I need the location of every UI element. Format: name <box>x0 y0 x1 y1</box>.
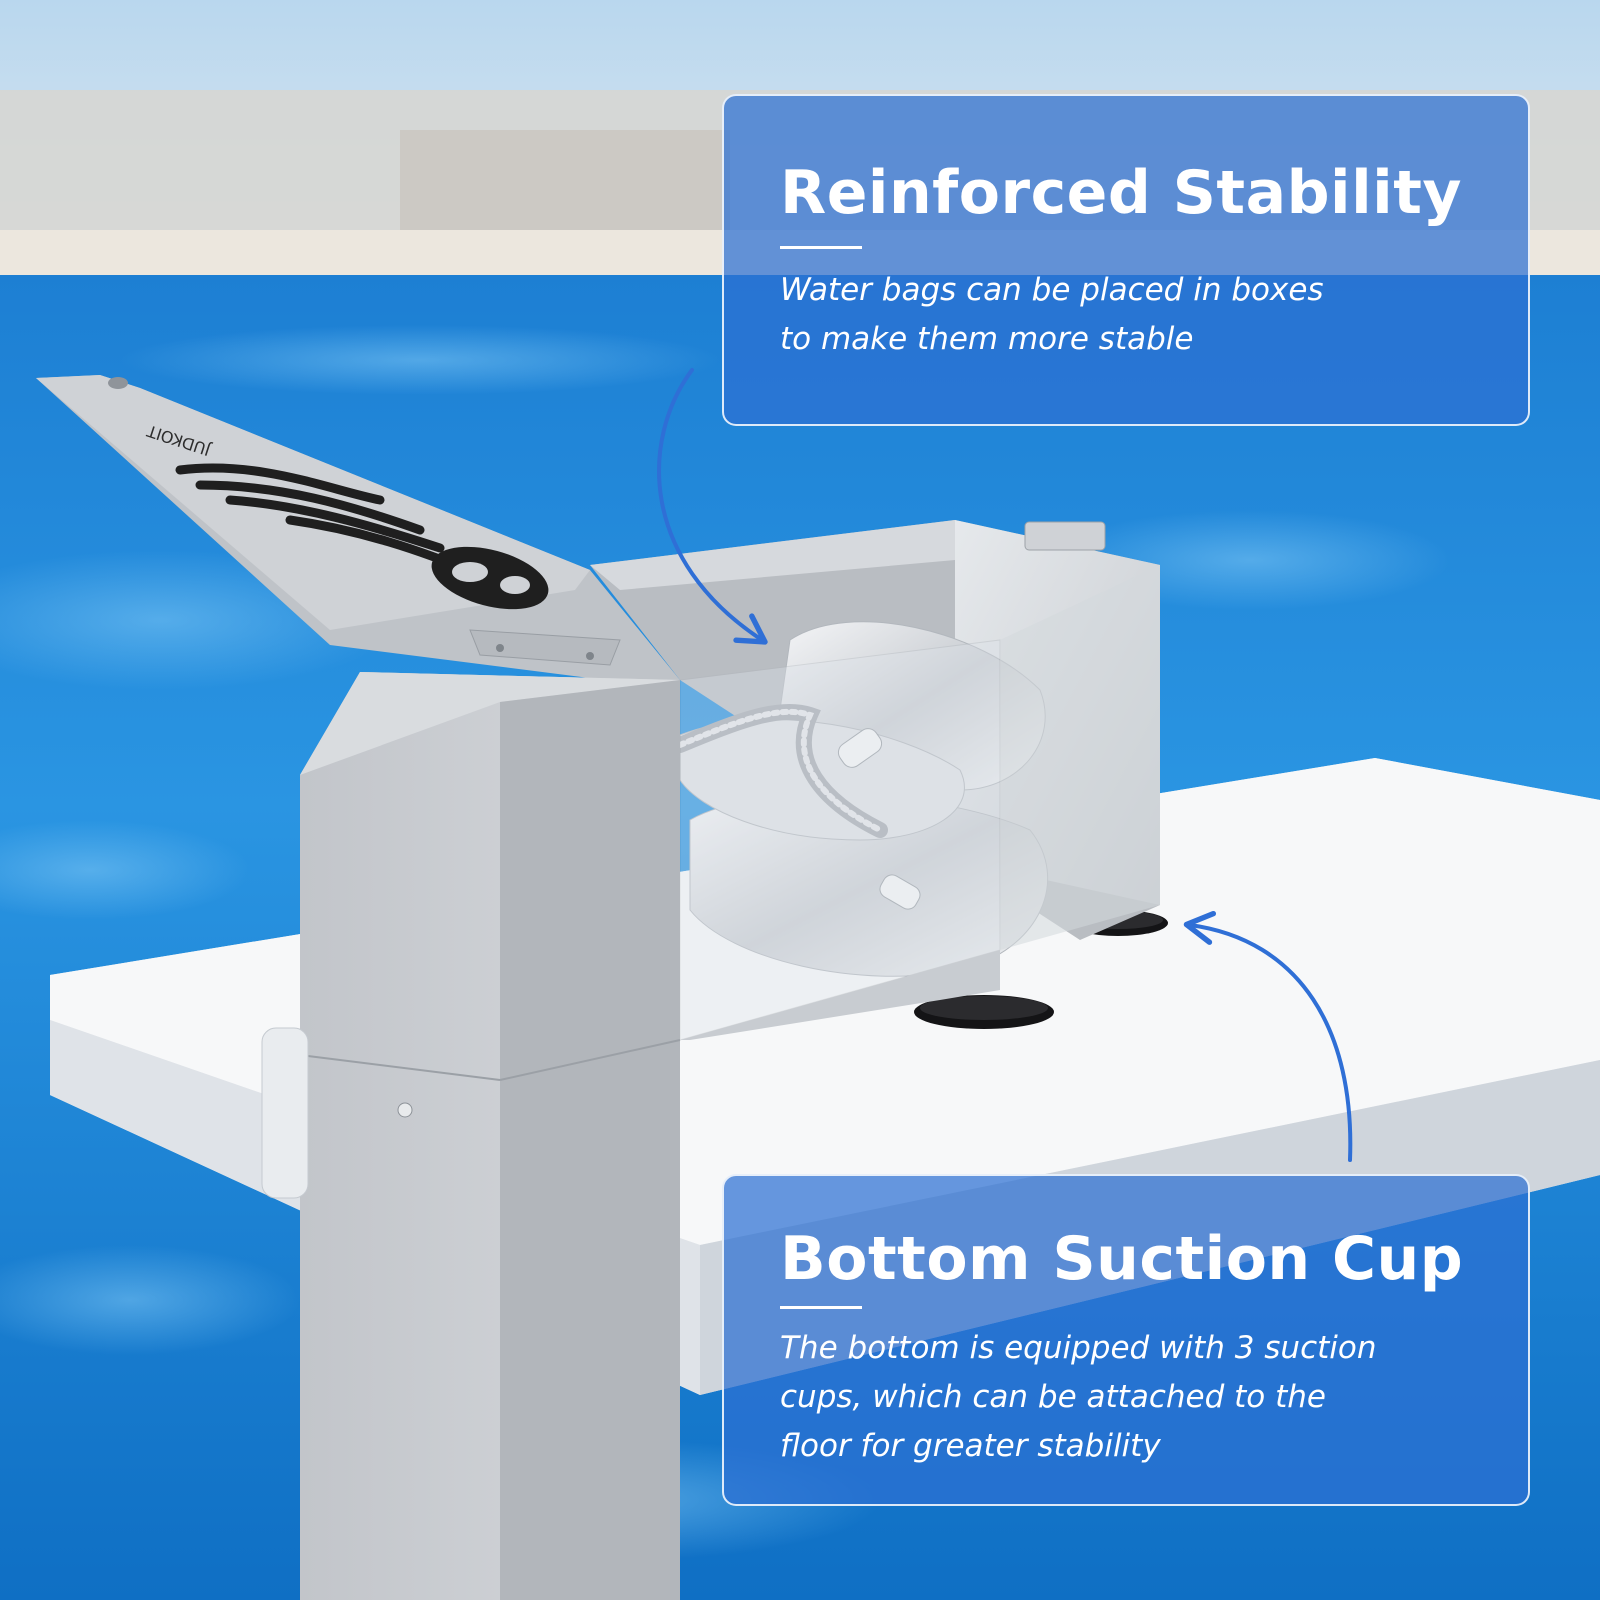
callout-body-line: to make them more stable <box>780 321 1194 357</box>
callout-body: Water bags can be placed in boxes to mak… <box>780 266 1324 364</box>
title-underline <box>780 246 862 249</box>
hinged-lid: JUDKOIT <box>36 375 680 680</box>
title-underline <box>780 1306 862 1309</box>
callout-body-line: floor for greater stability <box>780 1428 1161 1464</box>
arrow-to-water-bags <box>657 368 768 645</box>
callout-body-line: The bottom is equipped with 3 suction <box>780 1330 1377 1366</box>
reinforced-stability-callout: Reinforced Stability Water bags can be p… <box>722 94 1530 426</box>
arrow-to-suction-cup <box>1183 910 1353 1162</box>
callout-body-line: Water bags can be placed in boxes <box>780 272 1324 308</box>
callout-title: Reinforced Stability <box>780 158 1463 228</box>
stainless-post <box>261 672 681 1600</box>
bottom-suction-cup-callout: Bottom Suction Cup The bottom is equippe… <box>722 1174 1530 1506</box>
callout-body: The bottom is equipped with 3 suction cu… <box>780 1324 1377 1471</box>
water-bags <box>672 621 1048 977</box>
callout-title: Bottom Suction Cup <box>780 1224 1464 1294</box>
callout-body-line: cups, which can be attached to the <box>780 1379 1326 1415</box>
lid-flame-graphic <box>175 463 485 580</box>
